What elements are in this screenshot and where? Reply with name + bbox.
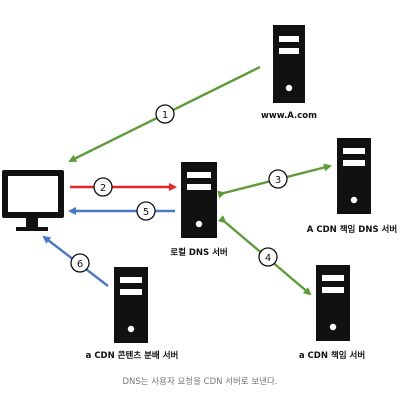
step-badge-3: 3 [268, 169, 288, 189]
www-server-label: www.A.com [261, 111, 317, 121]
local-dns-server-icon [181, 162, 217, 238]
a-cdn-content-label: a CDN 콘텐츠 분배 서버 [86, 350, 179, 361]
a-cdn-server-label: a CDN 책임 서버 [299, 350, 365, 361]
a-cdn-content-server-icon [114, 267, 148, 343]
svg-text:3: 3 [275, 175, 281, 186]
a-cdn-server-icon [316, 265, 350, 341]
step-badge-1: 1 [155, 104, 175, 124]
a-cdn-dns-server-icon [337, 138, 371, 214]
step-badge-5: 5 [136, 201, 156, 221]
svg-text:1: 1 [162, 110, 168, 121]
client-computer-icon [2, 170, 64, 231]
step-badge-4: 4 [258, 247, 278, 267]
a-cdn-dns-label: A CDN 책임 DNS 서버 [307, 224, 397, 235]
svg-text:2: 2 [100, 183, 106, 194]
svg-text:5: 5 [143, 207, 149, 218]
svg-text:6: 6 [77, 259, 83, 270]
svg-text:4: 4 [265, 253, 271, 264]
www-server-icon [273, 25, 305, 103]
step-badge-2: 2 [93, 177, 113, 197]
step-badge-6: 6 [70, 253, 90, 273]
figure-caption: DNS는 사용자 요청을 CDN 서버로 보낸다. [122, 376, 277, 387]
local-dns-label: 로컬 DNS 서버 [170, 247, 228, 258]
